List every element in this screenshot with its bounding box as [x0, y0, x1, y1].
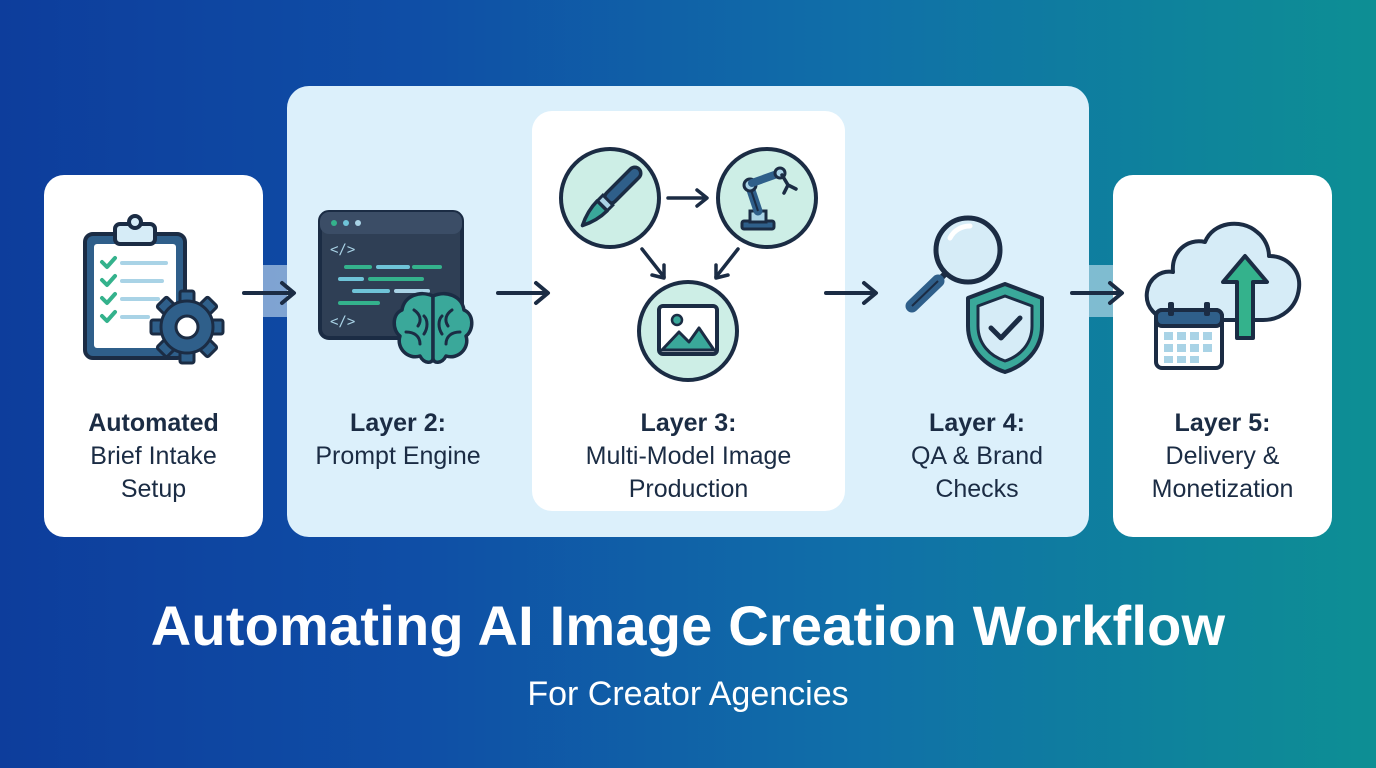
calendar-icon: [1154, 302, 1224, 370]
step-label-prompt-engine: Layer 2: Prompt Engine: [290, 407, 506, 473]
step-subtitle-line: Brief Intake: [90, 442, 217, 470]
arrow-step4-to-step5: [1070, 281, 1124, 305]
arrow-step1-to-step2: [242, 281, 296, 305]
arrow-robot-to-image: [714, 247, 740, 280]
step-label-brief-intake: Automated Brief Intake Setup: [44, 407, 263, 506]
robotic-arm-icon: [716, 147, 818, 249]
page-subtitle: For Creator Agencies: [527, 675, 849, 713]
brain-icon: [392, 291, 474, 364]
step-subtitle-line: Multi-Model Image: [585, 442, 792, 470]
code-glyph-bottom: </>: [330, 314, 355, 330]
step-label-delivery: Layer 5: Delivery & Monetization: [1113, 407, 1332, 506]
step-subtitle-line: QA & Brand: [910, 442, 1044, 470]
step-subtitle-line: Prompt Engine: [315, 442, 481, 470]
cloud-upload-icon: [1144, 221, 1302, 340]
arrow-step2-to-step3: [496, 281, 550, 305]
step-label-image-production: Layer 3: Multi-Model Image Production: [532, 407, 845, 506]
arrow-brush-to-image: [640, 247, 666, 280]
step-title: Layer 2:: [350, 409, 446, 437]
image-icon: [637, 280, 739, 382]
step-subtitle-line: Production: [628, 475, 749, 503]
page-title: Automating AI Image Creation Workflow: [150, 594, 1226, 657]
step-title: Layer 5:: [1174, 409, 1271, 437]
shield-check-icon: [966, 282, 1044, 374]
arrow-brush-to-robot: [666, 188, 709, 208]
paintbrush-icon: [559, 147, 661, 249]
step-subtitle-line: Checks: [935, 475, 1019, 503]
step-title: Automated: [88, 409, 219, 437]
gear-icon: [149, 289, 225, 365]
magnifying-glass-icon: [905, 215, 1003, 313]
step-subtitle-line: Delivery &: [1165, 442, 1280, 470]
arrow-step3-to-step4: [824, 281, 878, 305]
step-label-qa-brand: Layer 4: QA & Brand Checks: [868, 407, 1086, 506]
step-subtitle-line: Monetization: [1151, 475, 1294, 503]
code-glyph-top: </>: [330, 242, 355, 258]
step-subtitle-line: Setup: [120, 475, 187, 503]
step-title: Layer 4:: [929, 409, 1025, 437]
step-title: Layer 3:: [640, 409, 737, 437]
